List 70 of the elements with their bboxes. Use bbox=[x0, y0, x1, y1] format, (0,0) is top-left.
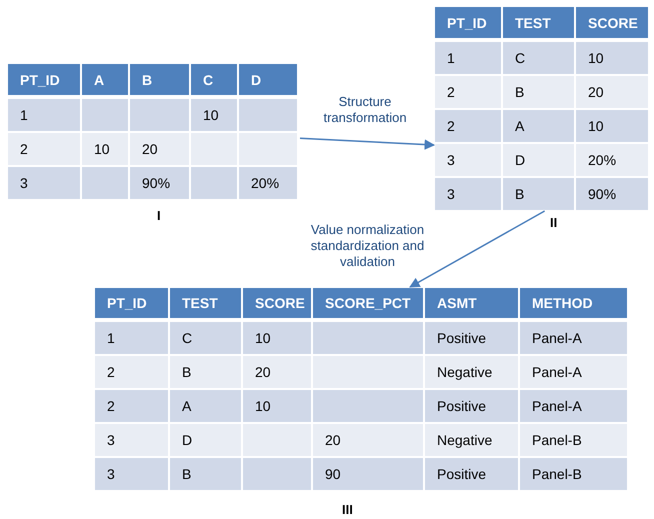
table-cell: 3 bbox=[8, 167, 80, 199]
table-cell: 90% bbox=[576, 178, 648, 210]
arrow bbox=[300, 138, 436, 150]
table-cell: 10 bbox=[243, 322, 311, 354]
table-cell: 2 bbox=[95, 356, 168, 388]
table-cell: C bbox=[503, 42, 574, 74]
table-cell: 3 bbox=[95, 424, 168, 456]
table-cell: 20 bbox=[243, 356, 311, 388]
table-cell: Positive bbox=[425, 390, 518, 422]
table-cell: Panel-A bbox=[520, 356, 627, 388]
table-cell: 20 bbox=[130, 133, 189, 165]
table-cell: B bbox=[170, 356, 241, 388]
table-cell: Panel-B bbox=[520, 458, 627, 490]
table-cell: 10 bbox=[576, 110, 648, 142]
table-cell: Panel-A bbox=[520, 390, 627, 422]
data-table bbox=[95, 288, 629, 490]
table-cell: Positive bbox=[425, 322, 518, 354]
column-header: B bbox=[130, 64, 189, 95]
column-header: SCORE bbox=[576, 7, 648, 38]
arrow bbox=[409, 210, 546, 288]
table-cell: 20 bbox=[576, 76, 648, 108]
table-cell: 2 bbox=[95, 390, 168, 422]
column-header: C bbox=[191, 64, 237, 95]
table-cell: 3 bbox=[435, 144, 501, 176]
data-table bbox=[8, 64, 299, 199]
column-header: PT_ID bbox=[95, 288, 168, 318]
table-cell: A bbox=[170, 390, 241, 422]
table-cell: 1 bbox=[95, 322, 168, 354]
column-header: ASMT bbox=[425, 288, 518, 318]
table-cell: 20% bbox=[239, 167, 297, 199]
table-cell: 1 bbox=[435, 42, 501, 74]
table-numeral: III bbox=[342, 502, 353, 517]
table-cell: 90 bbox=[313, 458, 423, 490]
column-header: SCORE_PCT bbox=[313, 288, 423, 318]
column-header: PT_ID bbox=[8, 64, 80, 95]
table-cell: 20 bbox=[313, 424, 423, 456]
table-cell: 2 bbox=[435, 110, 501, 142]
column-header: A bbox=[82, 64, 128, 95]
table-cell: C bbox=[170, 322, 241, 354]
table-cell: D bbox=[170, 424, 241, 456]
table-cell: 20% bbox=[576, 144, 648, 176]
table-numeral: II bbox=[550, 215, 558, 230]
data-table bbox=[435, 7, 650, 210]
table-cell: 90% bbox=[130, 167, 189, 199]
table-cell: Panel-A bbox=[520, 322, 627, 354]
column-header: TEST bbox=[170, 288, 241, 318]
table-cell: 10 bbox=[82, 133, 128, 165]
table-cell: A bbox=[503, 110, 574, 142]
table-cell: 2 bbox=[8, 133, 80, 165]
table-cell: 2 bbox=[435, 76, 501, 108]
table-cell: 10 bbox=[243, 390, 311, 422]
table-cell: D bbox=[503, 144, 574, 176]
table-cell: Negative bbox=[425, 424, 518, 456]
column-header: TEST bbox=[503, 7, 574, 38]
column-header: METHOD bbox=[520, 288, 627, 318]
table-cell: 3 bbox=[95, 458, 168, 490]
table-cell: 10 bbox=[191, 99, 237, 131]
table-cell: Negative bbox=[425, 356, 518, 388]
column-header: PT_ID bbox=[435, 7, 501, 38]
table-cell: B bbox=[503, 76, 574, 108]
table-numeral: I bbox=[157, 208, 161, 223]
table-cell: Panel-B bbox=[520, 424, 627, 456]
table-cell: 1 bbox=[8, 99, 80, 131]
table-cell: 10 bbox=[576, 42, 648, 74]
column-header: SCORE bbox=[243, 288, 311, 318]
column-header: D bbox=[239, 64, 297, 95]
table-cell: B bbox=[170, 458, 241, 490]
table-cell: 3 bbox=[435, 178, 501, 210]
table-cell: B bbox=[503, 178, 574, 210]
table-cell: Positive bbox=[425, 458, 518, 490]
